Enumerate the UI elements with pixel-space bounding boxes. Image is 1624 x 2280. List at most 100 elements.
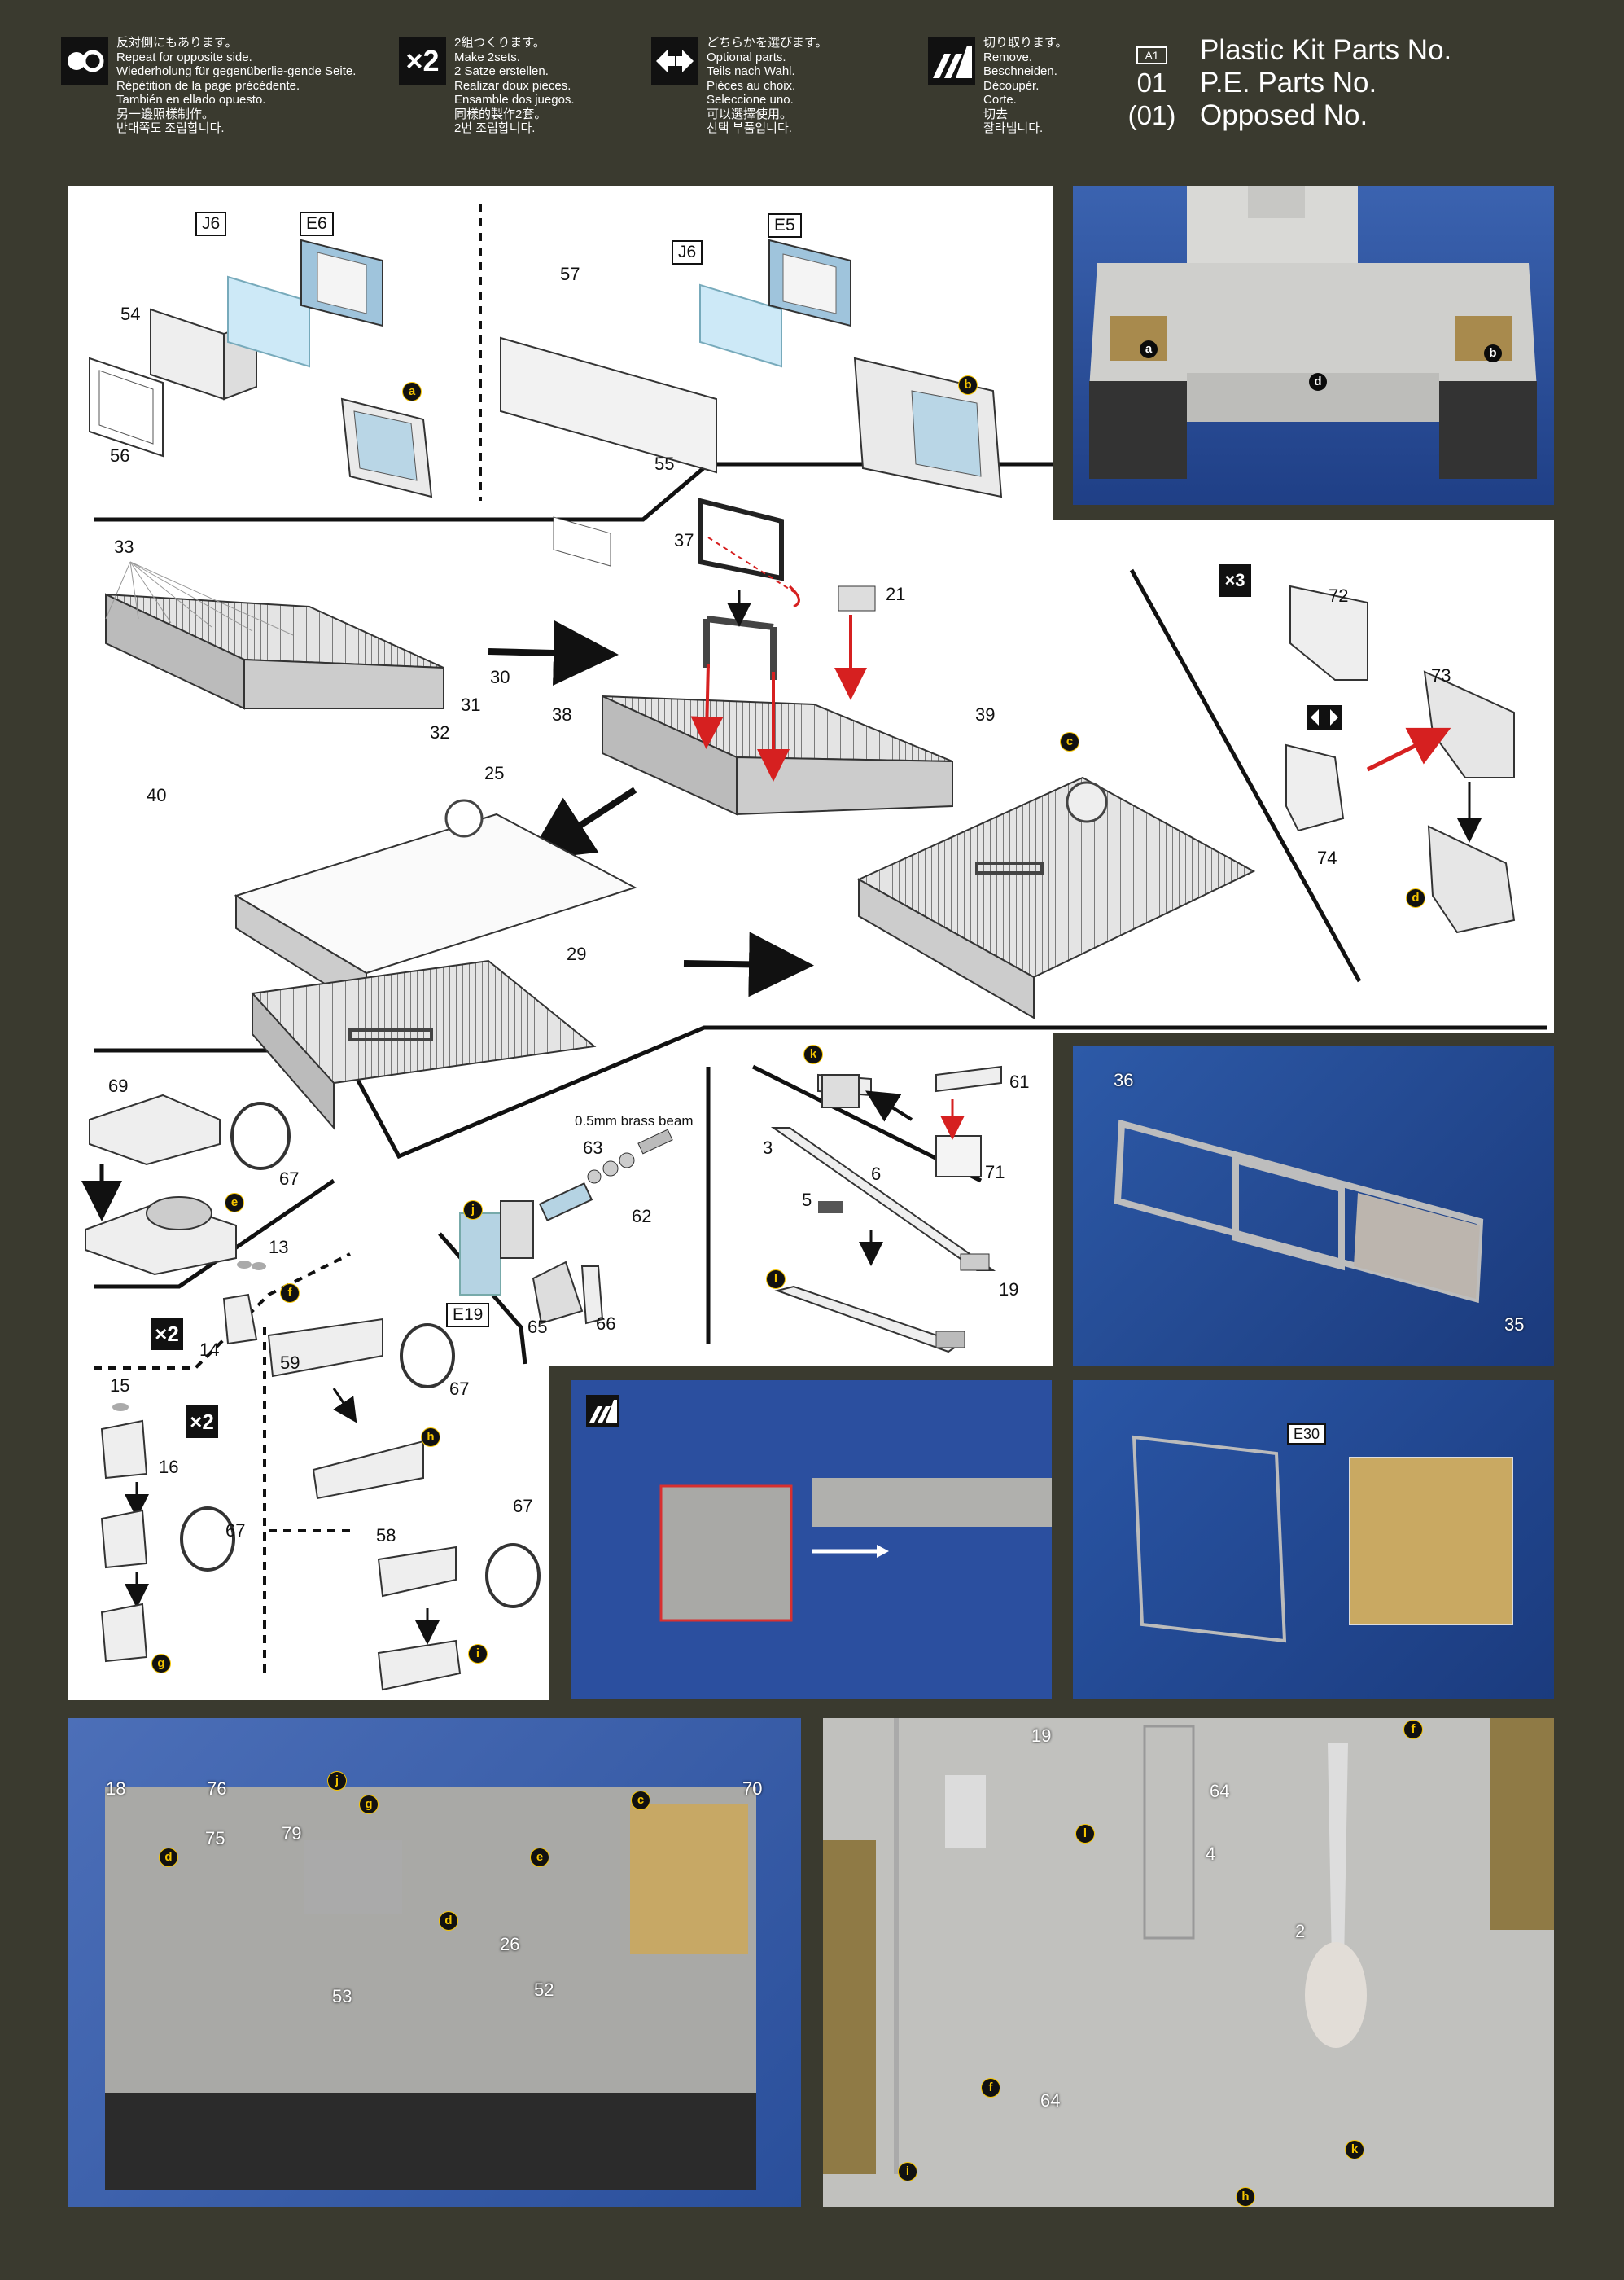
part-box-j6-right: J6 <box>672 240 703 265</box>
grille-33 <box>105 593 444 710</box>
part-72: 72 <box>1329 585 1349 606</box>
legend-text: 2組つくります。 Make 2sets. 2 Satze erstellen. … <box>454 36 575 135</box>
part-15: 15 <box>110 1375 130 1396</box>
rear-mark-g: g <box>360 1796 378 1813</box>
photo-rear-view: 18 76 75 79 70 26 52 53 j g c d d e <box>68 1718 801 2207</box>
rear-part-52: 52 <box>534 1980 554 2000</box>
step-mark-g: g <box>152 1655 170 1673</box>
rear-part-79: 79 <box>282 1823 302 1844</box>
part-63: 63 <box>583 1138 603 1158</box>
step-mark-l: l <box>767 1270 785 1288</box>
plastic-kit-label: Plastic Kit Parts No. <box>1200 34 1452 66</box>
part-box-e19: E19 <box>446 1303 490 1327</box>
photo-mark-b: b <box>1484 344 1502 362</box>
part-39: 39 <box>975 704 996 725</box>
part-71: 71 <box>985 1162 1005 1182</box>
part-65: 65 <box>527 1317 548 1337</box>
part-box-e6: E6 <box>300 212 334 236</box>
remove-cut-icon <box>586 1395 619 1427</box>
divider-step2-bottom <box>94 1025 1547 1160</box>
rear-mark-e: e <box>531 1848 549 1866</box>
side-mark-h: h <box>1237 2188 1254 2206</box>
part-67: 67 <box>225 1520 246 1541</box>
part-3: 3 <box>763 1138 773 1158</box>
side-part-64a: 64 <box>1210 1781 1230 1801</box>
part-74: 74 <box>1317 848 1337 868</box>
pe-code: 01 <box>1136 68 1167 98</box>
part-73: 73 <box>1431 665 1451 686</box>
side-mark-f2: f <box>982 2079 1000 2097</box>
part-40: 40 <box>147 785 167 805</box>
photo-grille-etched: E30 <box>1073 1380 1554 1699</box>
step-mark-f: f <box>281 1284 299 1302</box>
part-37: 37 <box>674 530 694 550</box>
part-59: 59 <box>280 1353 300 1373</box>
part-29: 29 <box>567 944 587 964</box>
side-mark-l: l <box>1076 1825 1094 1843</box>
step-mark-a: a <box>403 383 421 401</box>
part-25: 25 <box>484 763 505 783</box>
side-part-64b: 64 <box>1040 2090 1061 2111</box>
rear-part-76: 76 <box>207 1778 227 1799</box>
part-38: 38 <box>552 704 572 725</box>
rear-part-75: 75 <box>205 1828 225 1848</box>
part-69: 69 <box>108 1076 129 1096</box>
photo-remove-plate <box>571 1380 1052 1699</box>
photo-part-36: 36 <box>1114 1070 1134 1090</box>
arrow-step2b <box>526 787 637 861</box>
part-62: 62 <box>632 1206 652 1226</box>
part-5: 5 <box>802 1190 812 1210</box>
make-two-sets-icon: ×2 <box>151 1318 183 1350</box>
side-part-2: 2 <box>1295 1921 1306 1941</box>
remove-cut-icon <box>928 37 975 85</box>
rear-mark-d2: d <box>440 1912 457 1930</box>
rear-mark-j: j <box>328 1772 346 1790</box>
part-box-e30: E30 <box>1287 1423 1327 1445</box>
photo-part-35: 35 <box>1504 1314 1525 1335</box>
part-33: 33 <box>114 537 134 557</box>
part-67: 67 <box>449 1379 470 1399</box>
side-part-4: 4 <box>1206 1844 1216 1864</box>
rear-part-18: 18 <box>106 1778 126 1799</box>
photo-mark-a: a <box>1140 340 1158 358</box>
make-two-sets-icon: ×2 <box>186 1405 218 1438</box>
part-67: 67 <box>513 1496 533 1516</box>
divider-step4 <box>94 1178 335 1289</box>
legend-text: 反対側にもあります。 Repeat for opposite side. Wie… <box>116 36 357 135</box>
side-part-19: 19 <box>1031 1725 1052 1746</box>
assembled-plate-c <box>856 776 1256 1019</box>
plate-29 <box>234 799 637 1130</box>
make-three-sets-icon: ×3 <box>1219 564 1251 597</box>
step-mark-b: b <box>959 376 977 394</box>
repeat-opposite-side-icon <box>61 37 108 85</box>
panel-bottom-left <box>68 1366 549 1700</box>
rear-mark-d1: d <box>160 1848 177 1866</box>
arrow-step2a <box>488 620 619 686</box>
part-6: 6 <box>871 1164 882 1184</box>
legend-text: 切り取ります。 Remove. Beschneiden. Découpér. C… <box>983 36 1068 135</box>
part-61: 61 <box>1009 1072 1030 1092</box>
side-mark-i: i <box>899 2163 917 2181</box>
rear-part-70: 70 <box>742 1778 763 1799</box>
part-57: 57 <box>560 264 580 284</box>
side-mark-k: k <box>1346 2141 1364 2159</box>
photo-frame: 36 35 <box>1073 1046 1554 1366</box>
step-mark-e: e <box>225 1194 243 1212</box>
divider-step3 <box>1129 568 1362 983</box>
optional-parts-icon <box>1307 705 1342 730</box>
step-mark-k: k <box>804 1046 822 1063</box>
part-67: 67 <box>279 1168 300 1189</box>
rear-mark-c: c <box>632 1791 650 1809</box>
photo-mark-d: d <box>1309 373 1327 391</box>
part-21: 21 <box>886 584 906 604</box>
optional-parts-icon <box>651 37 698 85</box>
part-13: 13 <box>269 1237 289 1257</box>
part-56: 56 <box>110 445 130 466</box>
legend-text: どちらかを選びます。 Optional parts. Teils nach Wa… <box>707 36 828 135</box>
photo-side-view: 19 64 4 2 64 f l f k i h <box>823 1718 1554 2207</box>
make-two-sets-icon: ×2 <box>399 37 446 85</box>
step-mark-h: h <box>422 1428 440 1446</box>
part-54: 54 <box>120 304 141 324</box>
